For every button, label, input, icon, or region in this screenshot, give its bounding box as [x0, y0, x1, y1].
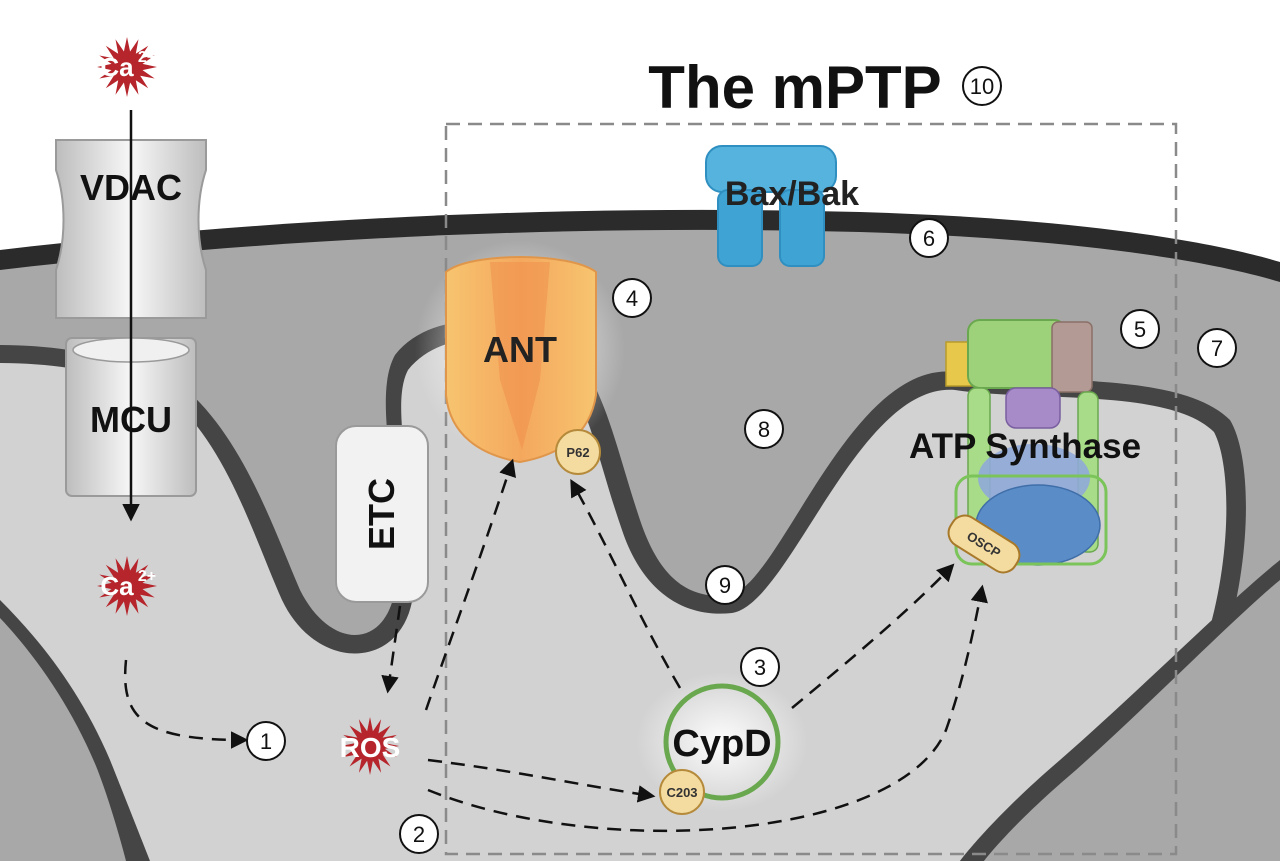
marker-10: 10	[962, 66, 1002, 106]
svg-text:Ca: Ca	[100, 571, 134, 601]
svg-text:9: 9	[719, 573, 731, 598]
atp-synthase-label: ATP Synthase	[909, 427, 1141, 466]
marker-6: 6	[909, 218, 949, 258]
ros-star: ROS	[340, 717, 401, 775]
marker-5: 5	[1120, 309, 1160, 349]
arrow-ros-to-oscp	[427, 584, 988, 833]
p62-site	[555, 429, 601, 475]
ant-label: ANT	[483, 329, 557, 370]
svg-text:5: 5	[1134, 317, 1146, 342]
pathway-arrows	[123, 458, 988, 833]
marker-7: 7	[1197, 328, 1237, 368]
svg-text:3: 3	[754, 655, 766, 680]
arrow-etc-to-ros	[381, 605, 402, 694]
c203-site	[659, 769, 705, 815]
arrow-cypd-to-p62	[570, 478, 682, 689]
marker-1: 1	[246, 721, 286, 761]
arrow-ros-to-ant	[424, 458, 516, 711]
etc-complex: ETC	[335, 425, 429, 603]
svg-text:2+: 2+	[138, 568, 156, 585]
marker-3: 3	[740, 647, 780, 687]
svg-text:Ca: Ca	[100, 52, 134, 82]
page-title: The mPTP	[648, 54, 941, 121]
oscp-subunit	[947, 514, 1021, 574]
marker-8: 8	[744, 409, 784, 449]
ca-ion-matrix: Ca 2+	[97, 556, 157, 616]
ca-ion-top: Ca 2+	[97, 37, 157, 97]
svg-text:10: 10	[970, 74, 994, 99]
ant-transporter: ANT P62	[415, 240, 625, 475]
cypd-protein: CypD C203	[636, 672, 808, 815]
cypd-label: CypD	[672, 723, 771, 765]
ros-label: ROS	[340, 732, 401, 763]
svg-text:C203: C203	[666, 785, 697, 800]
arrow-ca-to-1	[123, 659, 249, 749]
marker-2: 2	[399, 814, 439, 854]
arrow-cypd-to-oscp	[791, 563, 955, 709]
svg-text:P62: P62	[566, 445, 589, 460]
svg-text:1: 1	[260, 729, 272, 754]
svg-text:2+: 2+	[138, 49, 156, 66]
svg-text:4: 4	[626, 286, 638, 311]
bax-bak-pore: Bax/Bak	[705, 145, 859, 267]
atp-synthase: ATP Synthase OSCP	[909, 319, 1141, 574]
marker-9: 9	[705, 565, 745, 605]
marker-4: 4	[612, 278, 652, 318]
svg-text:6: 6	[923, 226, 935, 251]
svg-text:8: 8	[758, 417, 770, 442]
bax-bak-label: Bax/Bak	[725, 175, 859, 213]
inner-membrane-matrix	[0, 320, 1280, 861]
arrow-ros-to-cypd	[427, 758, 656, 803]
svg-text:2: 2	[413, 822, 425, 847]
mptp-box	[444, 122, 1178, 856]
etc-label: ETC	[361, 478, 402, 550]
svg-text:7: 7	[1211, 336, 1223, 361]
markers: 1 2 3 4 5 6 7 8 9	[246, 218, 1237, 854]
